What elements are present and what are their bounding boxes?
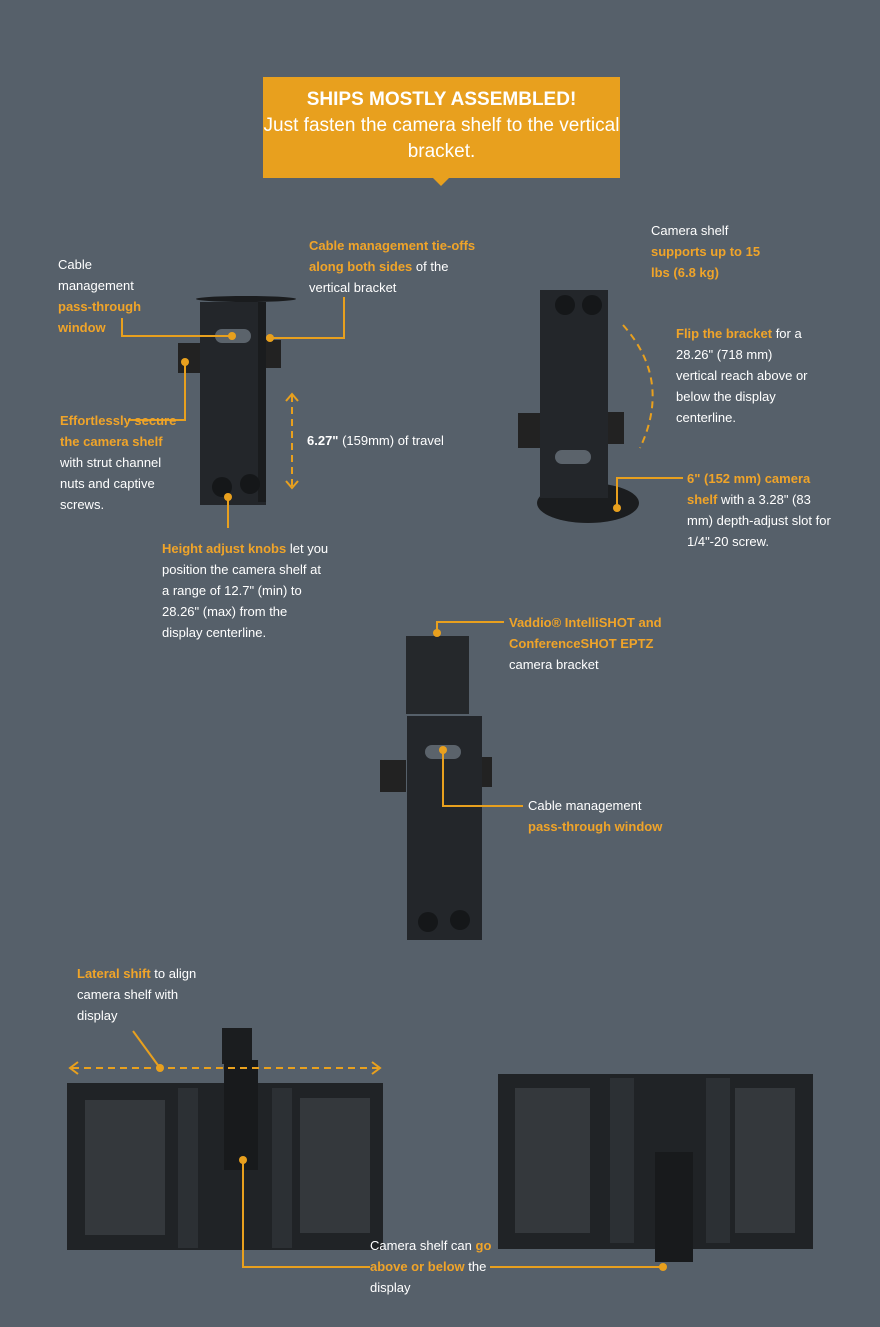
callout-pass-through-top: Cable management pass-through window	[58, 254, 158, 338]
callout-travel: 6.27" (159mm) of travel	[307, 430, 444, 451]
callout-highlight: go above or below	[370, 1238, 492, 1274]
callout-text: for a 28.26" (718 mm) vertical reach abo…	[676, 326, 808, 425]
vertical-bracket-illustration	[178, 296, 296, 505]
callout-highlight: Flip the bracket	[676, 326, 773, 341]
callout-text: with a 3.28" (83 mm) depth-adjust slot f…	[687, 492, 831, 549]
callout-highlight: pass-through window	[58, 299, 142, 335]
callout-text: the display	[370, 1259, 487, 1295]
callout-text: Camera shelf can	[370, 1238, 476, 1253]
banner-headline: SHIPS MOSTLY ASSEMBLED!	[306, 89, 577, 110]
assembly-banner: SHIPS MOSTLY ASSEMBLED! Just fasten the …	[263, 77, 620, 186]
callout-text: let you position the camera shelf at a r…	[162, 541, 329, 640]
callout-pass-through-mid: Cable management pass-through window	[528, 795, 678, 837]
display-mount-lateral-illustration	[67, 1028, 383, 1250]
callout-vaddio: Vaddio® IntelliSHOT and ConferenceSHOT E…	[509, 612, 679, 675]
callout-shelf-size: 6" (152 mm) camera shelf with a 3.28" (8…	[687, 468, 832, 552]
callout-highlight: Vaddio® IntelliSHOT and ConferenceSHOT E…	[509, 615, 662, 651]
callout-tie-offs: Cable management tie-offs along both sid…	[309, 235, 479, 298]
callout-above-below: Camera shelf can go above or below the d…	[370, 1235, 495, 1298]
leader-dots	[156, 332, 667, 1271]
callout-secure-shelf: Effortlessly secure the camera shelf wit…	[60, 410, 185, 515]
flipped-bracket-illustration	[518, 290, 639, 523]
callout-highlight: supports up to 15 lbs (6.8 kg)	[651, 244, 761, 280]
callout-lateral: Lateral shift to align camera shelf with…	[77, 963, 207, 1026]
leader-lines	[121, 297, 683, 1268]
travel-value: 6.27"	[307, 433, 339, 448]
callout-height-knobs: Height adjust knobs let you position the…	[162, 538, 330, 643]
callout-highlight: Height adjust knobs	[162, 541, 287, 556]
banner-subtext: Just fasten the camera shelf to the vert…	[263, 115, 620, 162]
callout-highlight: Cable management tie-offs along both sid…	[309, 238, 476, 274]
callout-highlight: pass-through window	[528, 819, 663, 834]
callout-text: to align camera shelf with display	[77, 966, 197, 1023]
callout-text: camera bracket	[509, 657, 599, 672]
callout-highlight: Effortlessly secure the camera shelf	[60, 413, 177, 449]
display-mount-below-illustration	[498, 1074, 813, 1262]
callout-flip: Flip the bracket for a 28.26" (718 mm) v…	[676, 323, 811, 428]
callout-text: Camera shelf	[651, 223, 729, 238]
callout-highlight: 6" (152 mm) camera shelf	[687, 471, 811, 507]
callout-text: Cable management	[528, 798, 642, 813]
callout-text: Cable management	[58, 257, 134, 293]
eptz-camera-bracket-illustration	[380, 636, 492, 940]
callout-text: of the vertical bracket	[309, 259, 449, 295]
callout-text: (159mm) of travel	[338, 433, 444, 448]
callout-supports: Camera shelf supports up to 15 lbs (6.8 …	[651, 220, 776, 283]
callout-text: with strut channel nuts and captive scre…	[60, 455, 162, 512]
callout-highlight: Lateral shift	[77, 966, 151, 981]
